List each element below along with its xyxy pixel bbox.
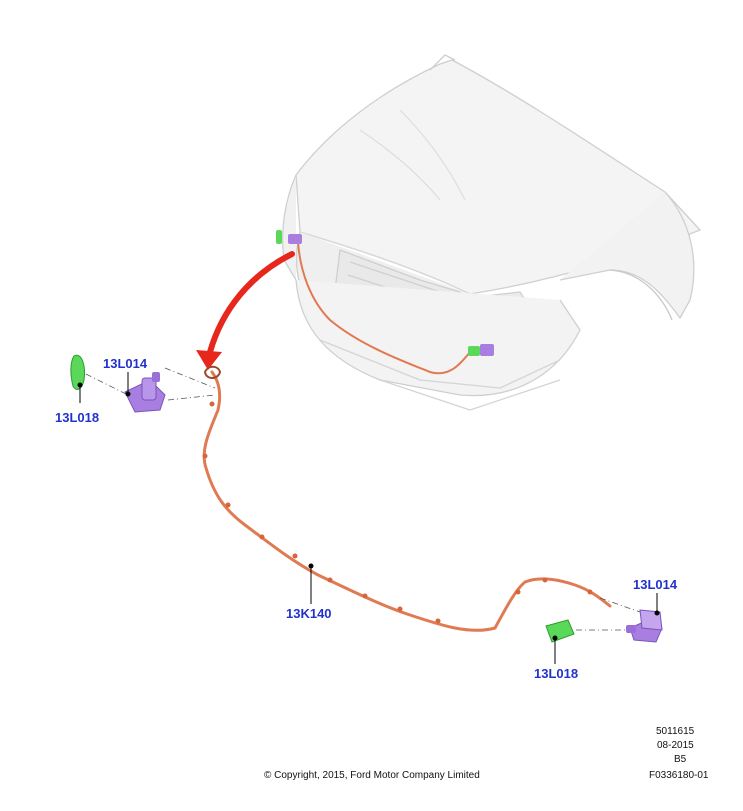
figure-id: F0336180-01: [649, 770, 709, 781]
lh-nozzle-cover: [70, 354, 85, 390]
leader-lines: [77, 372, 660, 664]
vehicle-lh-nozzle: [276, 230, 302, 244]
callout-rh-cover: 13L018: [534, 666, 579, 681]
hose-connector: [203, 365, 222, 379]
hose-on-vehicle: [297, 241, 471, 375]
doc-number: 5011615: [656, 726, 695, 737]
vehicle-rh-nozzle: [468, 344, 494, 356]
rh-nozzle-cover: [545, 619, 575, 643]
washer-hose-13K140: [202, 370, 612, 632]
doc-revision: B5: [674, 754, 687, 765]
lh-washer-nozzle: [124, 372, 166, 413]
hose-clips: [202, 401, 593, 624]
vehicle-front-end: [282, 54, 701, 411]
copyright-text: © Copyright, 2015, Ford Motor Company Li…: [264, 770, 480, 781]
callout-hose: 13K140: [286, 606, 332, 621]
zoom-arrow: [196, 251, 295, 370]
doc-date: 08-2015: [657, 740, 694, 751]
lh-alignment-lines: [85, 367, 216, 401]
rh-alignment-lines: [576, 597, 641, 631]
callout-rh-nozzle: 13L014: [633, 577, 678, 592]
callout-lh-cover: 13L018: [55, 410, 100, 425]
callout-lh-nozzle: 13L014: [103, 356, 148, 371]
